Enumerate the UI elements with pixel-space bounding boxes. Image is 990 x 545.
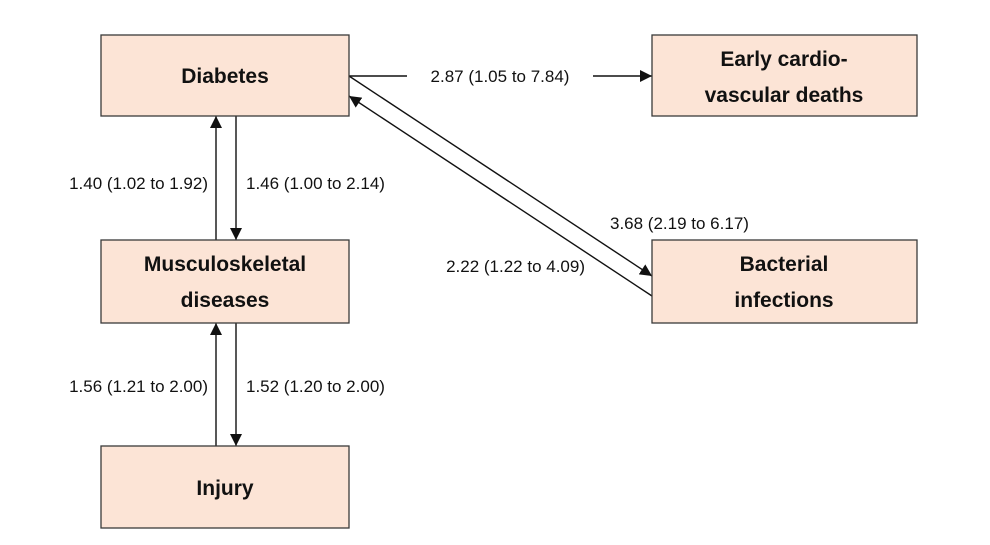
node-early-cardiovascular-deaths: Early cardio- vascular deaths (651, 34, 918, 117)
node-musculo-line-1: Musculoskeletal (144, 253, 306, 276)
node-bacterial-line-1: Bacterial (740, 253, 829, 276)
node-early-cvd-line-2: vascular deaths (705, 84, 864, 107)
node-diabetes: Diabetes (100, 34, 350, 117)
label-diabetes-to-bacterial: 3.68 (2.19 to 6.17) (610, 214, 749, 233)
edge-diabetes-to-bacterial (348, 75, 653, 277)
edges (210, 70, 653, 446)
node-musculoskeletal-diseases: Musculoskeletal diseases (100, 239, 350, 324)
node-injury: Injury (100, 445, 350, 529)
node-early-cvd-line-1: Early cardio- (720, 48, 847, 71)
node-injury-label: Injury (196, 477, 253, 500)
node-diabetes-label: Diabetes (181, 65, 269, 88)
node-musculo-line-2: diseases (181, 289, 270, 312)
node-bacterial-line-2: infections (734, 289, 833, 312)
label-injury-to-musculo: 1.56 (1.21 to 2.00) (69, 377, 208, 396)
edge-bacterial-to-diabetes (348, 95, 653, 297)
label-musculo-to-diabetes: 1.40 (1.02 to 1.92) (69, 174, 208, 193)
node-bacterial-infections: Bacterial infections (651, 239, 918, 324)
label-diabetes-to-cvd: 2.87 (1.05 to 7.84) (431, 67, 570, 86)
label-musculo-to-injury: 1.52 (1.20 to 2.00) (246, 377, 385, 396)
edge-labels: 2.87 (1.05 to 7.84) 1.40 (1.02 to 1.92) … (69, 67, 749, 396)
label-diabetes-to-musculo: 1.46 (1.00 to 2.14) (246, 174, 385, 193)
label-bacterial-to-diabetes: 2.22 (1.22 to 4.09) (446, 257, 585, 276)
